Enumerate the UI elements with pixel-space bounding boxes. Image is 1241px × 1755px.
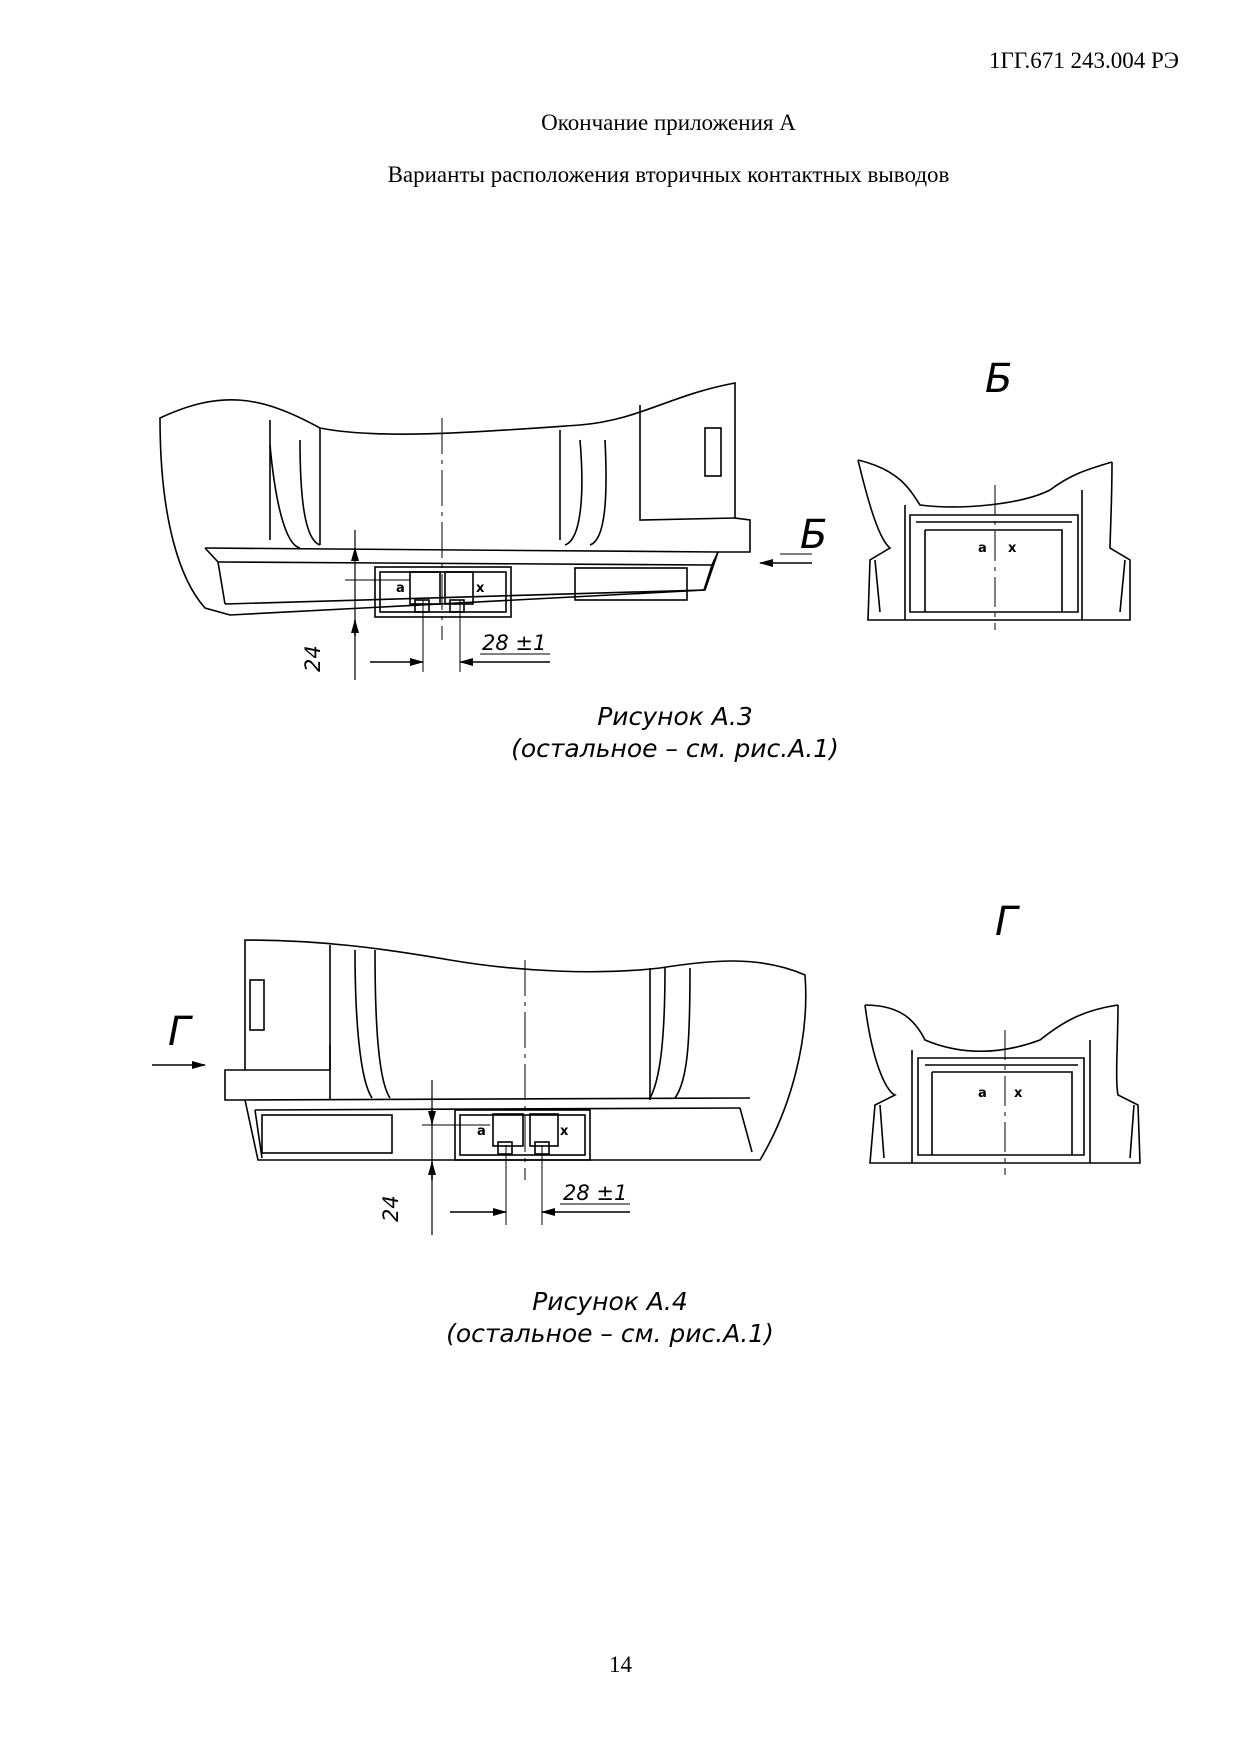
fig-a3-dim-spacing: 28 ±1 (482, 631, 546, 655)
fig-a4-view-letter: Г (995, 899, 1020, 945)
fig-a4-arrow-letter: Г (168, 1009, 193, 1055)
fig-a3-terminal-x: x (476, 581, 485, 596)
fig-a3-caption-line1: Рисунок А.3 (597, 702, 753, 731)
figure-a3-side-view (857, 459, 1131, 630)
page-number: 14 (609, 1652, 632, 1677)
fig-a4-dim-spacing: 28 ±1 (563, 1181, 627, 1205)
figure-a4-front-view (152, 939, 807, 1235)
fig-a4-caption-line2: (остальное – см. рис.А.1) (446, 1319, 774, 1348)
fig-a4-terminal-a: a (477, 1124, 486, 1139)
document-code: 1ГГ.671 243.004 РЭ (989, 48, 1179, 73)
appendix-heading: Окончание приложения А (541, 110, 796, 135)
figure-a4-side-view (864, 1004, 1141, 1175)
fig-a3-view-letter: Б (985, 356, 1012, 402)
fig-a3-terminal-a: a (396, 581, 405, 596)
fig-a4-terminal-x: x (560, 1124, 569, 1139)
appendix-subheading: Варианты расположения вторичных контактн… (387, 162, 950, 187)
fig-a3-side-terminal-x: x (1008, 541, 1017, 556)
fig-a4-side-terminal-a: a (978, 1086, 987, 1101)
fig-a3-dim-height: 24 (301, 645, 325, 672)
fig-a3-arrow-letter: Б (800, 512, 827, 558)
fig-a3-caption-line2: (остальное – см. рис.А.1) (511, 734, 839, 763)
fig-a4-dim-height: 24 (379, 1195, 403, 1222)
fig-a3-side-terminal-a: a (978, 541, 987, 556)
fig-a4-side-terminal-x: x (1014, 1086, 1023, 1101)
fig-a4-caption-line1: Рисунок А.4 (532, 1287, 688, 1316)
figure-a3-front-view (159, 382, 812, 680)
